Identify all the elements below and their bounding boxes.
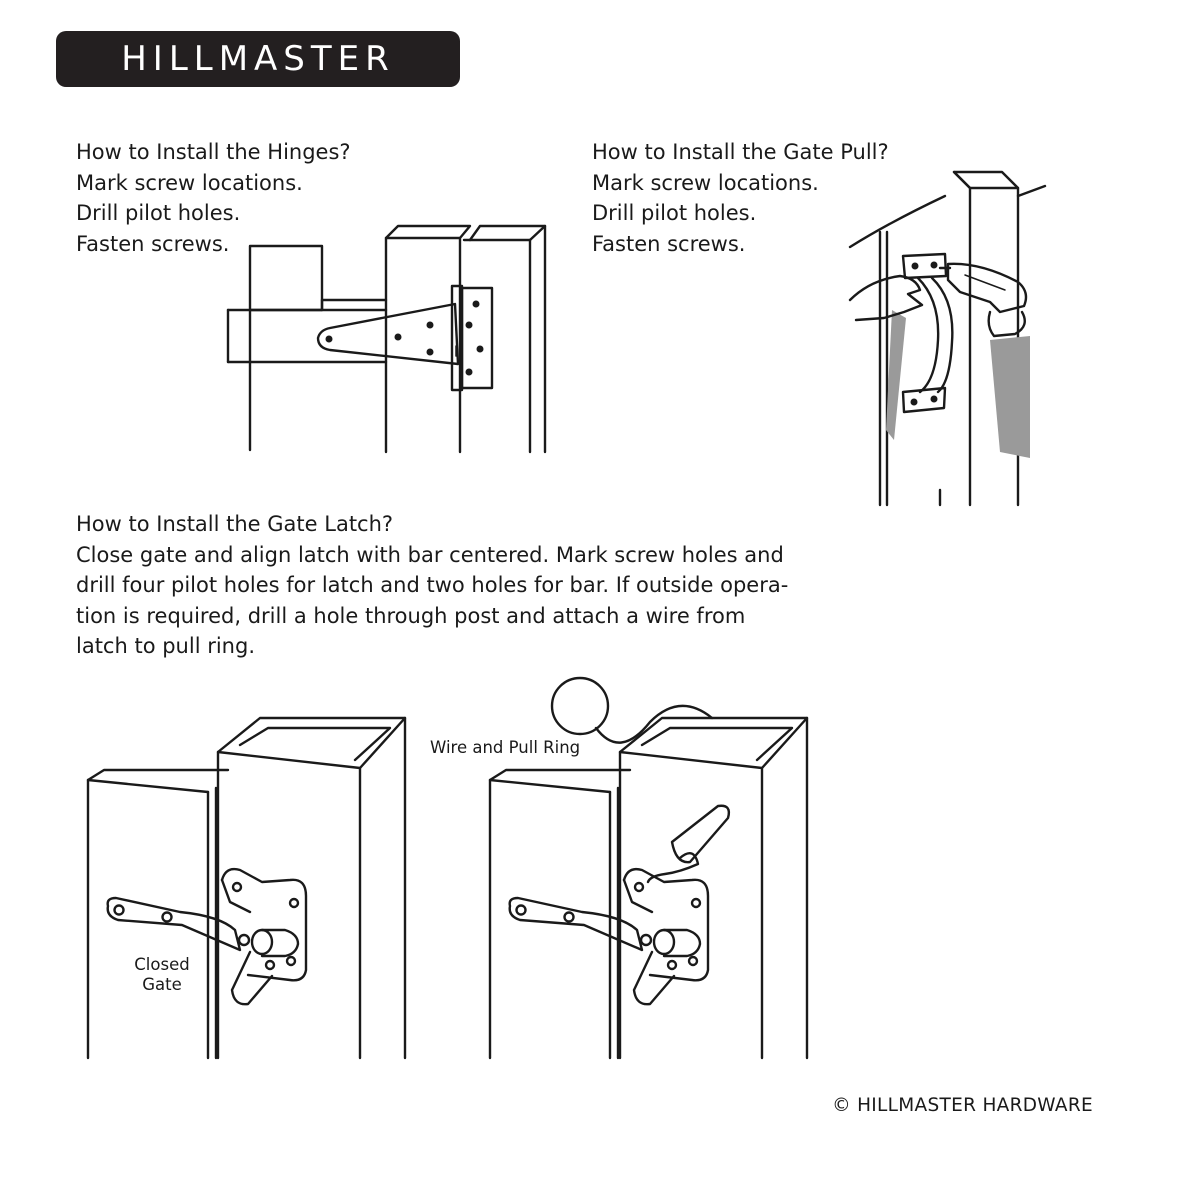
brand-name: HILLMASTER <box>121 39 395 79</box>
hinges-step: Mark screw locations. <box>76 170 303 195</box>
gate-latch-line: Close gate and align latch with bar cent… <box>76 542 784 567</box>
latch-wire-illustration <box>488 676 809 1060</box>
gate-latch-line: tion is required, drill a hole through p… <box>76 603 746 628</box>
gate-pull-top-plate <box>901 252 948 280</box>
hinge-strap <box>316 302 460 366</box>
gate-pull-bottom-plate <box>901 386 947 414</box>
wire <box>594 704 714 744</box>
gate-pull-instructions: How to Install the Gate Pull? Mark screw… <box>592 137 889 259</box>
fence-post <box>468 224 547 454</box>
pull-ring <box>550 676 610 736</box>
latch-body <box>220 867 308 982</box>
wire-pull-handle <box>670 804 731 864</box>
gate-latch-instructions: How to Install the Gate Latch? Close gat… <box>76 509 788 662</box>
brand-logo: HILLMASTER <box>56 31 460 87</box>
wire-pull-ring-label: Wire and Pull Ring <box>430 738 581 757</box>
gate-pull-title: How to Install the Gate Pull? <box>592 140 889 164</box>
gate-latch-line: drill four pilot holes for latch and two… <box>76 573 789 597</box>
gate-pull-step: Fasten screws. <box>592 231 746 256</box>
latch-bar <box>106 896 242 952</box>
latch-post <box>216 716 407 1060</box>
gate-pull-step: Mark screw locations. <box>592 170 819 195</box>
hinges-step: Fasten screws. <box>76 231 230 256</box>
gate-pull-handle <box>916 276 940 394</box>
hand <box>848 274 924 322</box>
latch-bar-2 <box>508 896 644 952</box>
gate-latch-line: latch to pull ring. <box>76 634 255 658</box>
hinge-illustration <box>226 224 547 454</box>
hinges-instructions: How to Install the Hinges? Mark screw lo… <box>76 137 351 259</box>
closed-gate-label-line: Closed <box>134 955 190 974</box>
closed-gate-label-line: Gate <box>142 975 182 994</box>
latch-post-2 <box>618 716 809 1060</box>
gate-board <box>86 768 230 1060</box>
drill-icon <box>946 262 1028 314</box>
hinges-title: How to Install the Hinges? <box>76 140 351 164</box>
gate-pull-illustration <box>848 170 1047 507</box>
gate-latch-title: How to Install the Gate Latch? <box>76 512 394 536</box>
closed-gate-label: Closed Gate <box>124 955 200 995</box>
small-post-top <box>248 244 324 312</box>
latch-closed-illustration <box>86 716 407 1060</box>
copyright: © HILLMASTER HARDWARE <box>832 1095 1093 1116</box>
gate-pull-step: Drill pilot holes. <box>592 201 757 225</box>
hinges-step: Drill pilot holes. <box>76 201 241 225</box>
pull-post <box>952 170 1020 507</box>
latch-lever <box>230 950 274 1006</box>
gate-post <box>384 224 472 454</box>
